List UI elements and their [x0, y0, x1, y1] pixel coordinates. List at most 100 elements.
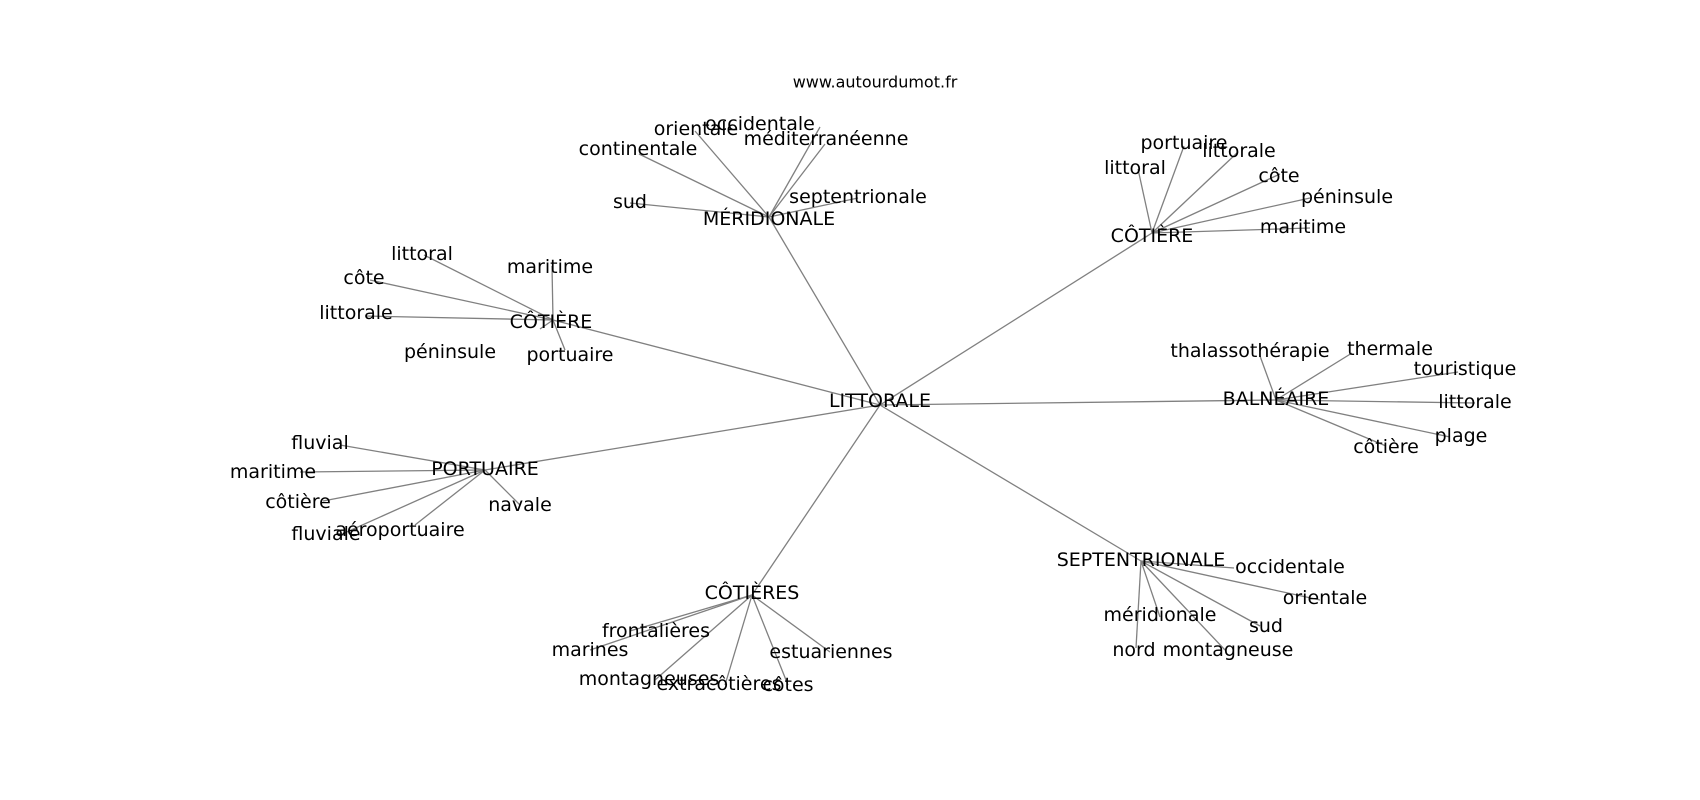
edge-balneaire-1 [1275, 352, 1353, 401]
edge-cotiere-w-3 [364, 315, 554, 321]
edge-cotieres-5 [751, 594, 789, 686]
edge-balneaire-3 [1275, 399, 1476, 404]
edge-septentrionale-1 [1140, 560, 1321, 601]
leaf-label-cotiere-ne-4[interactable]: maritime [1260, 216, 1346, 238]
edge-portuaire-1 [299, 469, 486, 473]
leaf-label-cotieres-0[interactable]: frontalières [602, 620, 710, 642]
edge-cotieres-0 [629, 594, 753, 632]
edge-balneaire-4 [1275, 399, 1451, 438]
edge-root-cotieres [751, 404, 881, 596]
leaf-label-cotiere-w-4[interactable]: péninsule [404, 341, 496, 363]
hub-label-cotiere-ne[interactable]: CÔTIÈRE [1111, 223, 1194, 247]
edge-cotiere-ne-3 [1151, 197, 1311, 234]
leaf-label-cotiere-ne-2[interactable]: côte [1258, 165, 1299, 187]
leaf-label-portuaire-5[interactable]: fluviale [291, 523, 360, 545]
graph-edges [299, 126, 1476, 686]
edge-cotiere-w-2 [369, 279, 554, 321]
leaf-label-septentrionale-2[interactable]: méridionale [1104, 604, 1217, 626]
edge-cotieres-3 [654, 594, 753, 681]
edge-root-cotiere-w [552, 319, 881, 406]
leaf-label-meridionale-5[interactable]: sud [613, 191, 647, 213]
leaf-label-cotiere-ne-1[interactable]: littorale [1202, 140, 1276, 162]
hub-label-cotiere-w[interactable]: CÔTIÈRE [510, 309, 593, 333]
leaf-label-portuaire-0[interactable]: fluvial [291, 432, 348, 454]
edge-cotieres-2 [751, 594, 831, 653]
edge-cotiere-ne-0 [1151, 145, 1185, 234]
leaf-label-balneaire-2[interactable]: touristique [1414, 358, 1517, 380]
leaf-label-cotieres-5[interactable]: côtes [762, 674, 813, 696]
edge-septentrionale-2 [1140, 560, 1161, 618]
leaf-label-cotiere-ne-5[interactable]: littoral [1104, 157, 1166, 179]
edge-cotiere-w-0 [423, 254, 554, 321]
edge-septentrionale-5 [1140, 560, 1226, 651]
edge-cotieres-4 [724, 594, 753, 686]
hub-label-septentrionale[interactable]: SEPTENTRIONALE [1057, 549, 1226, 571]
edge-root-cotiere-ne [879, 232, 1153, 406]
leaf-label-cotiere-w-0[interactable]: littoral [391, 243, 453, 265]
leaf-label-meridionale-1[interactable]: orientale [654, 118, 739, 140]
edge-meridionale-1 [694, 130, 770, 218]
edge-portuaire-0 [339, 444, 486, 471]
hub-label-portuaire[interactable]: PORTUAIRE [431, 458, 539, 480]
edge-cotiere-ne-4 [1151, 227, 1311, 234]
edge-meridionale-2 [768, 143, 826, 218]
site-url[interactable]: www.autourdumot.fr [793, 73, 958, 92]
leaf-label-cotiere-w-3[interactable]: littorale [319, 302, 393, 324]
edge-balneaire-2 [1275, 371, 1459, 401]
hub-label-balneaire[interactable]: BALNÉAIRE [1223, 387, 1330, 410]
leaf-label-meridionale-4[interactable]: septentrionale [789, 186, 927, 208]
edge-portuaire-4 [414, 469, 486, 526]
leaf-label-septentrionale-0[interactable]: occidentale [1235, 556, 1345, 578]
leaf-label-balneaire-1[interactable]: thermale [1347, 338, 1433, 360]
edge-cotiere-ne-2 [1151, 173, 1281, 234]
edge-root-portuaire [484, 404, 881, 471]
edge-cotieres-1 [589, 594, 753, 651]
edge-cotiere-ne-1 [1151, 151, 1239, 234]
edge-meridionale-5 [629, 202, 770, 218]
leaf-label-balneaire-4[interactable]: plage [1435, 425, 1488, 447]
edge-septentrionale-0 [1140, 560, 1235, 569]
edge-balneaire-0 [1259, 355, 1277, 401]
leaf-label-balneaire-5[interactable]: côtière [1353, 436, 1419, 458]
edge-cotiere-w-4 [539, 319, 554, 330]
leaf-label-cotiere-w-1[interactable]: maritime [507, 256, 593, 278]
edge-meridionale-3 [638, 153, 770, 218]
leaf-label-portuaire-3[interactable]: navale [488, 494, 552, 516]
leaf-label-balneaire-3[interactable]: littorale [1438, 391, 1512, 413]
root-label[interactable]: LITTORALE [829, 390, 931, 412]
leaf-label-cotieres-2[interactable]: estuariennes [769, 641, 892, 663]
leaf-label-cotiere-ne-3[interactable]: péninsule [1301, 186, 1393, 208]
leaf-label-cotieres-4[interactable]: extracôtières [657, 673, 782, 695]
leaf-label-balneaire-0[interactable]: thalassothérapie [1170, 340, 1329, 362]
leaf-label-septentrionale-4[interactable]: nord [1112, 639, 1155, 661]
edge-cotiere-ne-5 [1137, 168, 1153, 234]
edge-portuaire-5 [339, 469, 486, 536]
leaf-label-cotieres-1[interactable]: marines [552, 639, 629, 661]
hub-label-meridionale[interactable]: MÉRIDIONALE [703, 207, 835, 230]
edge-root-balneaire [879, 399, 1277, 406]
edge-balneaire-5 [1275, 399, 1387, 447]
hub-label-cotieres[interactable]: CÔTIÈRES [705, 580, 800, 604]
edge-meridionale-4 [768, 197, 859, 218]
leaf-label-septentrionale-5[interactable]: montagneuse [1163, 639, 1294, 661]
edge-portuaire-3 [484, 469, 521, 506]
leaf-label-cotieres-3[interactable]: montagneuses [579, 668, 720, 690]
leaf-label-portuaire-2[interactable]: côtière [265, 491, 331, 513]
leaf-label-septentrionale-3[interactable]: sud [1249, 615, 1283, 637]
edge-meridionale-0 [768, 126, 821, 218]
edge-root-septentrionale [879, 404, 1142, 562]
leaf-label-cotiere-w-5[interactable]: portuaire [527, 344, 614, 366]
leaf-label-portuaire-4[interactable]: aéroportuaire [335, 519, 464, 541]
leaf-label-meridionale-0[interactable]: occidentale [705, 113, 815, 135]
leaf-label-cotiere-w-2[interactable]: côte [343, 267, 384, 289]
leaf-label-meridionale-2[interactable]: méditerranéenne [744, 128, 909, 150]
edge-cotiere-w-1 [551, 265, 554, 321]
leaf-label-meridionale-3[interactable]: continentale [579, 138, 698, 160]
leaf-label-septentrionale-1[interactable]: orientale [1283, 587, 1368, 609]
edge-septentrionale-3 [1140, 560, 1261, 627]
edge-root-meridionale [768, 216, 881, 406]
leaf-label-portuaire-1[interactable]: maritime [230, 461, 316, 483]
leaf-label-cotiere-ne-0[interactable]: portuaire [1141, 132, 1228, 154]
